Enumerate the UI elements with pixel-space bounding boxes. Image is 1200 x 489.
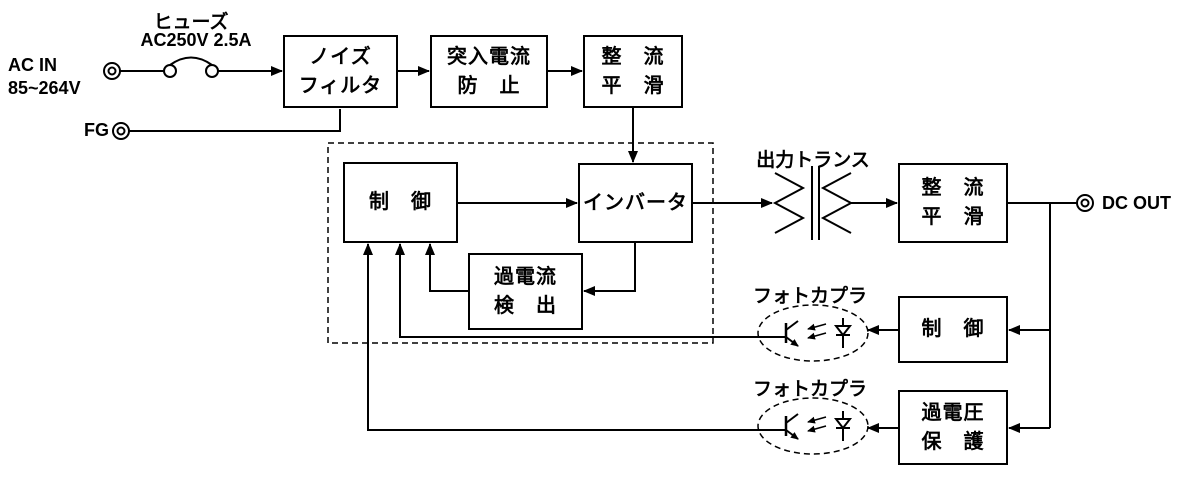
ac-in-label: AC IN	[8, 55, 57, 75]
block-rect1-line1: 整 流	[601, 45, 665, 68]
wire-photocoupler1-control1	[395, 243, 759, 338]
transformer-secondary-winding	[820, 172, 854, 234]
block-noise-filter: ノイズ フィルタ	[283, 35, 398, 108]
dc-out-label: DC OUT	[1102, 193, 1171, 213]
photocoupler1-light-arrows	[807, 323, 827, 340]
transformer-primary-winding	[772, 172, 806, 234]
block-rect2-line1: 整 流	[921, 177, 985, 199]
photocoupler2-phototransistor	[759, 413, 799, 440]
block-inrush-line2: 防 止	[457, 74, 521, 97]
block-overvoltage-line2: 保 護	[921, 430, 985, 453]
output-transformer-label: 出力トランス	[756, 150, 870, 171]
photocoupler2-outline	[757, 397, 869, 455]
output-transformer-icon	[772, 166, 854, 240]
ac-range-label: 85~264V	[8, 78, 81, 98]
photocoupler1-icon	[757, 304, 869, 362]
fuse-label: ヒューズ	[153, 12, 229, 33]
block-control-1: 制 御	[343, 162, 458, 243]
block-noise-filter-line1: ノイズ	[309, 45, 372, 68]
photocoupler1-phototransistor	[759, 320, 799, 347]
block-control-2: 制 御	[898, 296, 1008, 363]
photocoupler1-led	[833, 318, 853, 348]
photocoupler2-label: フォトカプラ	[752, 379, 868, 400]
block-control1-line1: 制 御	[369, 191, 432, 213]
block-inverter-line1: インバータ	[583, 191, 688, 214]
photocoupler2-led	[833, 411, 853, 441]
fuse-icon	[163, 56, 219, 78]
photocoupler2-light-arrows	[807, 416, 827, 433]
photocoupler1-label: フォトカプラ	[752, 286, 868, 307]
wire-inverter-overcurrent	[583, 243, 636, 296]
block-inrush-line1: 突入電流	[447, 45, 531, 68]
block-overvoltage-line1: 過電圧	[921, 401, 985, 424]
block-overcurrent-line1: 過電流	[494, 265, 557, 288]
block-overcurrent-detect: 過電流 検 出	[468, 253, 583, 330]
block-control2-line1: 制 御	[921, 318, 985, 340]
wire-fg-noisefilter	[129, 109, 341, 132]
fg-terminal-icon	[112, 122, 130, 140]
block-noise-filter-line2: フィルタ	[298, 74, 383, 97]
ac-in-terminal-icon	[103, 62, 121, 80]
block-rect2-line2: 平 滑	[921, 206, 985, 228]
wire-overcurrent-control1	[425, 243, 468, 292]
dc-out-terminal-icon	[1076, 194, 1094, 212]
block-rectify-smooth-1: 整 流 平 滑	[583, 35, 683, 108]
fuse-rating-label: AC250V 2.5A	[140, 30, 252, 50]
photocoupler1-outline	[757, 304, 869, 362]
block-rectify-smooth-2: 整 流 平 滑	[898, 163, 1008, 243]
primary-control-dashed-box	[327, 142, 714, 344]
photocoupler2-icon	[757, 397, 869, 455]
fg-label: FG	[84, 120, 109, 140]
block-inrush-prevention: 突入電流 防 止	[430, 35, 548, 108]
block-inverter: インバータ	[578, 163, 693, 243]
block-overvoltage-protect: 過電圧 保 護	[898, 390, 1008, 465]
block-overcurrent-line2: 検 出	[494, 294, 557, 317]
wire-photocoupler2-control1	[363, 243, 759, 431]
block-rect1-line2: 平 滑	[601, 74, 665, 97]
